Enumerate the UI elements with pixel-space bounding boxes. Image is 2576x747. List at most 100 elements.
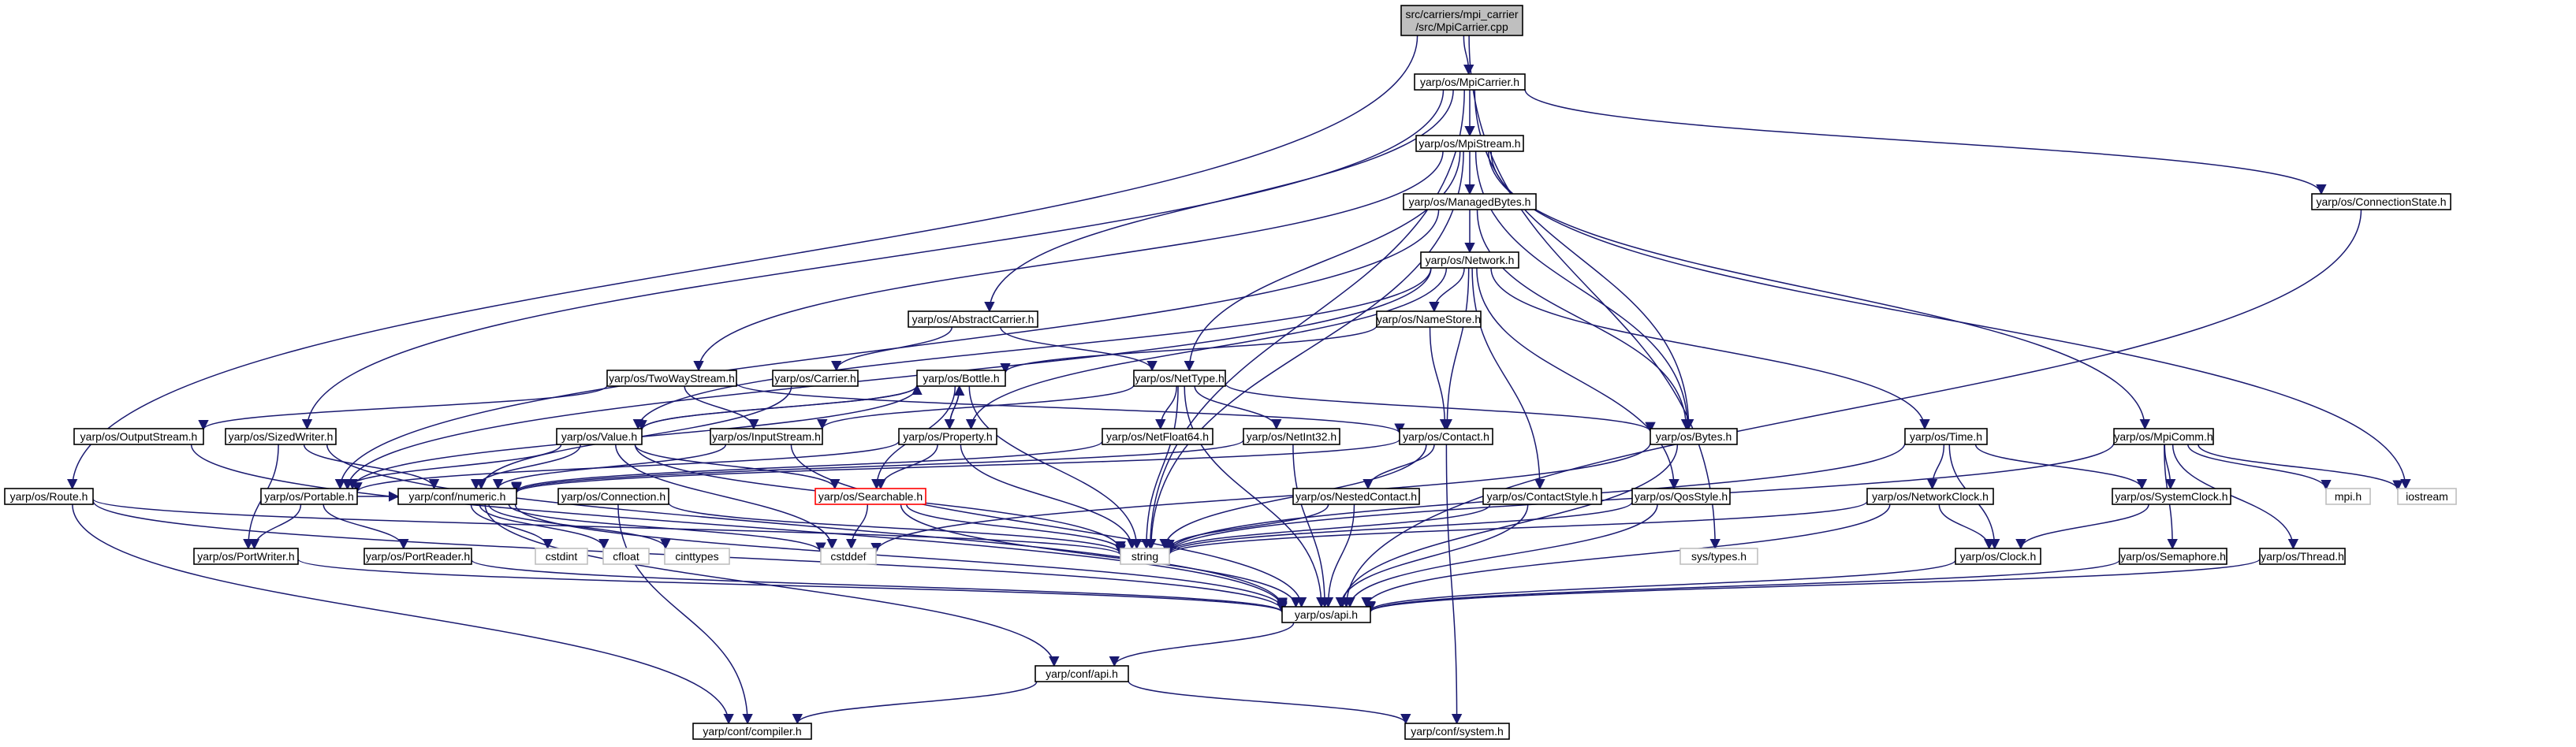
node-root[interactable]: src/carriers/mpi_carrier/src/MpiCarrier.… <box>1400 5 1523 36</box>
node-label-netfloat64: yarp/os/NetFloat64.h <box>1106 430 1209 443</box>
node-box-root <box>1400 5 1523 36</box>
dependency-edge-mpicomm-to-systemclock <box>2164 444 2176 490</box>
dependency-edge-qosstyle-to-apih <box>1344 504 1658 608</box>
dependency-edge-nettype-to-netfloat64 <box>1155 385 1177 430</box>
node-abstractcarrier[interactable]: yarp/os/AbstractCarrier.h <box>908 310 1038 328</box>
node-label-contactstyle: yarp/os/ContactStyle.h <box>1487 490 1598 503</box>
node-clock[interactable]: yarp/os/Clock.h <box>1955 548 2041 565</box>
node-mpistream[interactable]: yarp/os/MpiStream.h <box>1415 135 1524 152</box>
node-bytes[interactable]: yarp/os/Bytes.h <box>1650 428 1738 445</box>
node-box-confapi <box>1035 665 1129 682</box>
node-route[interactable]: yarp/os/Route.h <box>4 488 94 505</box>
node-label-searchable: yarp/os/Searchable.h <box>818 490 923 503</box>
node-box-apih <box>1281 606 1371 623</box>
node-searchable[interactable]: yarp/os/Searchable.h <box>815 488 926 505</box>
node-inputstream[interactable]: yarp/os/InputStream.h <box>710 428 823 445</box>
dependency-edge-route-to-string <box>92 498 1126 556</box>
node-portable[interactable]: yarp/os/Portable.h <box>260 488 358 505</box>
dependency-edge-root-to-route <box>67 35 1418 490</box>
dependency-edge-nettype-to-netint32 <box>1194 385 1282 430</box>
node-label-sizedwriter: yarp/os/SizedWriter.h <box>229 430 334 443</box>
node-portwriter[interactable]: yarp/os/PortWriter.h <box>193 548 299 565</box>
node-mpicomm[interactable]: yarp/os/MpiComm.h <box>2113 428 2214 445</box>
node-box-system <box>1404 723 1510 740</box>
node-nettype[interactable]: yarp/os/NetType.h <box>1133 370 1226 387</box>
node-box-nettype <box>1133 370 1226 387</box>
node-outputstream[interactable]: yarp/os/OutputStream.h <box>73 428 204 445</box>
node-box-mpistream <box>1415 135 1524 152</box>
node-managedbytes[interactable]: yarp/os/ManagedBytes.h <box>1403 193 1537 210</box>
node-apih[interactable]: yarp/os/api.h <box>1281 606 1371 623</box>
dependency-edge-outputstream-to-apih <box>190 444 1288 609</box>
node-portreader[interactable]: yarp/os/PortReader.h <box>363 548 472 565</box>
dependency-edge-twowaystream-to-contact <box>736 382 1405 434</box>
dependency-edge-connection-to-compiler <box>617 504 753 725</box>
dependency-edge-connstate-to-apih <box>1340 209 2362 608</box>
dependency-edge-networkclock-to-clock <box>1938 504 1995 550</box>
node-label-managedbytes: yarp/os/ManagedBytes.h <box>1409 195 1531 208</box>
node-thread[interactable]: yarp/os/Thread.h <box>2259 548 2346 565</box>
node-label-mpicarrier: yarp/os/MpiCarrier.h <box>1420 76 1519 88</box>
dependency-edge-mpicarrier-to-sizedwriter <box>301 89 1445 430</box>
node-connection[interactable]: yarp/os/Connection.h <box>557 488 669 505</box>
dependency-edge-contact-to-system <box>1445 444 1463 725</box>
node-networkclock[interactable]: yarp/os/NetworkClock.h <box>1866 488 1994 505</box>
node-netfloat64[interactable]: yarp/os/NetFloat64.h <box>1102 428 1213 445</box>
node-box-mpih <box>2325 488 2371 505</box>
dependency-edge-nettype-to-inputstream <box>817 384 1135 430</box>
dependency-edge-mpicomm-to-iostream <box>2198 444 2403 491</box>
node-compiler[interactable]: yarp/conf/compiler.h <box>692 723 812 740</box>
node-label-outputstream: yarp/os/OutputStream.h <box>80 430 198 443</box>
node-semaphore[interactable]: yarp/os/Semaphore.h <box>2119 548 2227 565</box>
dependency-edge-portwriter-to-apih <box>297 558 1288 614</box>
node-label-cstddef: cstddef <box>830 550 866 563</box>
node-box-qosstyle <box>1631 488 1731 505</box>
node-contact[interactable]: yarp/os/Contact.h <box>1399 428 1493 445</box>
node-label-connection: yarp/os/Connection.h <box>561 490 665 503</box>
node-bottle[interactable]: yarp/os/Bottle.h <box>916 370 1006 387</box>
node-numeric[interactable]: yarp/conf/numeric.h <box>397 488 517 505</box>
dependency-edge-network-to-qosstyle <box>1476 267 1679 490</box>
dependency-edge-sizedwriter-to-apih <box>326 444 1288 608</box>
node-label-string: string <box>1131 550 1158 563</box>
dependency-edge-twowaystream-to-outputstream <box>198 385 608 431</box>
node-carrier[interactable]: yarp/os/Carrier.h <box>772 370 859 387</box>
node-label-nettype: yarp/os/NetType.h <box>1135 372 1225 385</box>
node-confapi[interactable]: yarp/conf/api.h <box>1035 665 1129 682</box>
node-box-twowaystream <box>606 370 737 387</box>
node-contactstyle[interactable]: yarp/os/ContactStyle.h <box>1482 488 1602 505</box>
node-value[interactable]: yarp/os/Value.h <box>556 428 643 445</box>
node-network[interactable]: yarp/os/Network.h <box>1420 251 1519 269</box>
node-label-namestore: yarp/os/NameStore.h <box>1377 313 1481 325</box>
node-box-systemclock <box>2112 488 2231 505</box>
node-label-portreader: yarp/os/PortReader.h <box>366 550 470 563</box>
dependency-edge-netfloat64-to-numeric <box>511 440 1103 492</box>
dependency-edge-value-to-bottle <box>641 384 923 430</box>
node-time[interactable]: yarp/os/Time.h <box>1904 428 1988 445</box>
node-property[interactable]: yarp/os/Property.h <box>898 428 997 445</box>
dependency-edge-sizedwriter-to-numeric <box>303 444 440 490</box>
node-twowaystream[interactable]: yarp/os/TwoWayStream.h <box>606 370 737 387</box>
node-netint32[interactable]: yarp/os/NetInt32.h <box>1243 428 1340 445</box>
node-namestore[interactable]: yarp/os/NameStore.h <box>1376 310 1482 328</box>
dependency-edge-value-to-numeric <box>471 444 582 490</box>
node-box-managedbytes <box>1403 193 1537 210</box>
node-box-clock <box>1955 548 2041 565</box>
node-box-inputstream <box>710 428 823 445</box>
node-box-portable <box>260 488 358 505</box>
node-label-mpicomm: yarp/os/MpiComm.h <box>2114 430 2213 443</box>
node-nestedcontact[interactable]: yarp/os/NestedContact.h <box>1292 488 1420 505</box>
node-box-networkclock <box>1866 488 1994 505</box>
dependency-edge-searchable-to-cstddef <box>845 504 869 550</box>
dependency-edge-twowaystream-to-inputstream <box>684 385 759 430</box>
dependency-edge-nettype-to-bytes <box>1225 383 1656 433</box>
node-sizedwriter[interactable]: yarp/os/SizedWriter.h <box>225 428 337 445</box>
node-systemclock[interactable]: yarp/os/SystemClock.h <box>2112 488 2231 505</box>
node-label-twowaystream: yarp/os/TwoWayStream.h <box>609 372 735 385</box>
node-connstate[interactable]: yarp/os/ConnectionState.h <box>2311 193 2451 210</box>
node-qosstyle[interactable]: yarp/os/QosStyle.h <box>1631 488 1731 505</box>
node-label-cstdint: cstdint <box>546 550 578 563</box>
node-box-searchable <box>815 488 926 505</box>
node-system[interactable]: yarp/conf/system.h <box>1404 723 1510 740</box>
node-mpicarrier[interactable]: yarp/os/MpiCarrier.h <box>1414 73 1526 91</box>
